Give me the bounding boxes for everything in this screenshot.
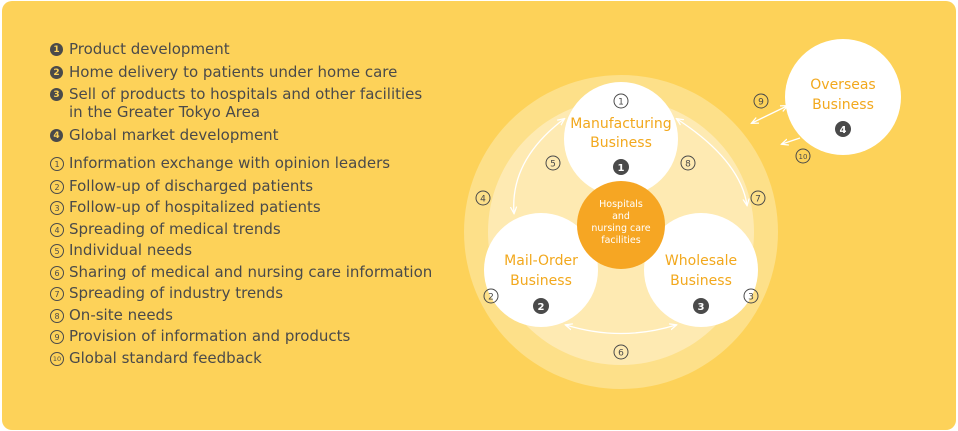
legend-item-flow: 6 Sharing of medical and nursing care in… <box>50 263 432 281</box>
legend-text: Global market development <box>69 126 279 144</box>
number-badge-label: 3 <box>698 302 705 313</box>
legend-item-flow: 7 Spreading of industry trends <box>50 284 283 302</box>
number-ring-label: 1 <box>618 98 624 108</box>
business-label: Business <box>590 135 652 151</box>
number-ring: 1 <box>50 157 64 171</box>
flow-ring-10 <box>795 148 811 164</box>
number-badge <box>613 159 629 175</box>
number-ring <box>613 93 629 109</box>
number-ring: 2 <box>50 180 64 194</box>
flow-ring-7 <box>750 190 766 206</box>
legend-item-flow: 5 Individual needs <box>50 241 192 259</box>
legend-text-block: Sell of products to hospitals and other … <box>69 85 422 121</box>
number-ring: 10 <box>50 352 64 366</box>
arrow-7 <box>677 119 747 205</box>
center-label: Hospitals <box>599 199 643 210</box>
arrow-10 <box>782 137 801 144</box>
legend-item-flow: 8 On-site needs <box>50 306 173 324</box>
business-label: Mail-Order <box>504 253 578 269</box>
legend-item-business: 2 Home delivery to patients under home c… <box>50 63 397 81</box>
number-badge: 1 <box>50 43 63 56</box>
number-badge <box>533 298 549 314</box>
number-ring: 3 <box>50 201 64 215</box>
number-badge: 3 <box>50 88 63 101</box>
legend-item-flow: 2 Follow-up of discharged patients <box>50 177 313 195</box>
legend-text: Information exchange with opinion leader… <box>69 154 391 172</box>
legend-text: Home delivery to patients under home car… <box>69 63 398 81</box>
business-label: Overseas <box>810 77 875 93</box>
flow-ring-label: 10 <box>799 153 808 161</box>
manufacturing-business: 1 Manufacturing Business 1 <box>570 93 672 175</box>
manufacturing-circle <box>564 82 678 196</box>
mail-order-circle <box>484 213 598 327</box>
flow-ring-2 <box>483 288 499 304</box>
legend-text: Sharing of medical and nursing care info… <box>69 263 433 281</box>
legend-item-business: 3 Sell of products to hospitals and othe… <box>50 85 422 121</box>
number-ring: 6 <box>50 266 64 280</box>
number-ring: 9 <box>50 330 64 344</box>
number-ring: 5 <box>50 244 64 258</box>
center-label: facilities <box>601 235 641 246</box>
flow-ring-label: 4 <box>480 195 486 205</box>
center-label: and <box>612 211 630 222</box>
business-label: Manufacturing <box>570 116 671 132</box>
flow-ring-label: 8 <box>685 160 691 170</box>
number-ring: 8 <box>50 309 64 323</box>
wholesale-circle <box>644 213 758 327</box>
legend-text: Provision of information and products <box>69 327 351 345</box>
wholesale-business: Wholesale Business 3 <box>665 253 737 314</box>
flow-ring-label: 7 <box>755 195 761 205</box>
flow-ring-6 <box>613 344 629 360</box>
legend-text: Product development <box>69 40 230 58</box>
legend-text: Global standard feedback <box>69 349 262 367</box>
arrow-4 <box>514 119 564 213</box>
flow-ring-label: 9 <box>758 98 764 108</box>
overseas-circle <box>785 39 901 155</box>
legend-text: Sell of products to hospitals and other … <box>69 85 423 103</box>
arrow-6 <box>566 325 676 335</box>
flow-ring-8 <box>680 155 696 171</box>
legend-item-flow: 3 Follow-up of hospitalized patients <box>50 198 321 216</box>
business-label: Business <box>812 97 874 113</box>
number-badge: 4 <box>50 129 63 142</box>
number-badge-label: 2 <box>538 302 545 313</box>
number-ring: 4 <box>50 223 64 237</box>
mail-order-business: Mail-Order Business 2 <box>504 253 578 314</box>
legend-text: Follow-up of hospitalized patients <box>69 198 321 216</box>
legend-text-continued: in the Greater Tokyo Area <box>69 103 261 121</box>
legend-text: Follow-up of discharged patients <box>69 177 314 195</box>
legend-text: Individual needs <box>69 241 193 259</box>
number-ring: 7 <box>50 287 64 301</box>
legend-item-flow: 10 Global standard feedback <box>50 349 262 367</box>
flow-ring-5 <box>545 155 561 171</box>
flow-ring-label: 5 <box>550 160 556 170</box>
legend-text: Spreading of medical trends <box>69 220 281 238</box>
flow-ring-label: 3 <box>748 293 754 303</box>
overseas-business: Overseas Business 4 <box>810 77 876 137</box>
arrow-9 <box>752 106 787 123</box>
business-label: Wholesale <box>665 253 737 269</box>
center-label: nursing care <box>591 223 650 234</box>
flow-ring-label: 2 <box>488 293 494 303</box>
business-label: Business <box>510 273 572 289</box>
legend-item-business: 1 Product development <box>50 40 230 58</box>
legend-item-flow: 4 Spreading of medical trends <box>50 220 281 238</box>
flow-ring-9 <box>753 93 769 109</box>
number-badge-label: 4 <box>840 125 847 136</box>
flow-ring-3 <box>743 288 759 304</box>
flow-ring-label: 6 <box>618 349 624 359</box>
legend-text: On-site needs <box>69 306 173 324</box>
number-badge: 2 <box>50 66 63 79</box>
number-badge <box>693 298 709 314</box>
legend-item-flow: 9 Provision of information and products <box>50 327 350 345</box>
business-label: Business <box>670 273 732 289</box>
legend-item-flow: 1 Information exchange with opinion lead… <box>50 154 390 172</box>
legend-item-business: 4 Global market development <box>50 126 279 144</box>
number-badge <box>835 121 851 137</box>
legend-text: Spreading of industry trends <box>69 284 284 302</box>
center-circle <box>577 181 665 269</box>
number-badge-label: 1 <box>618 163 625 174</box>
flow-ring-4 <box>475 190 491 206</box>
